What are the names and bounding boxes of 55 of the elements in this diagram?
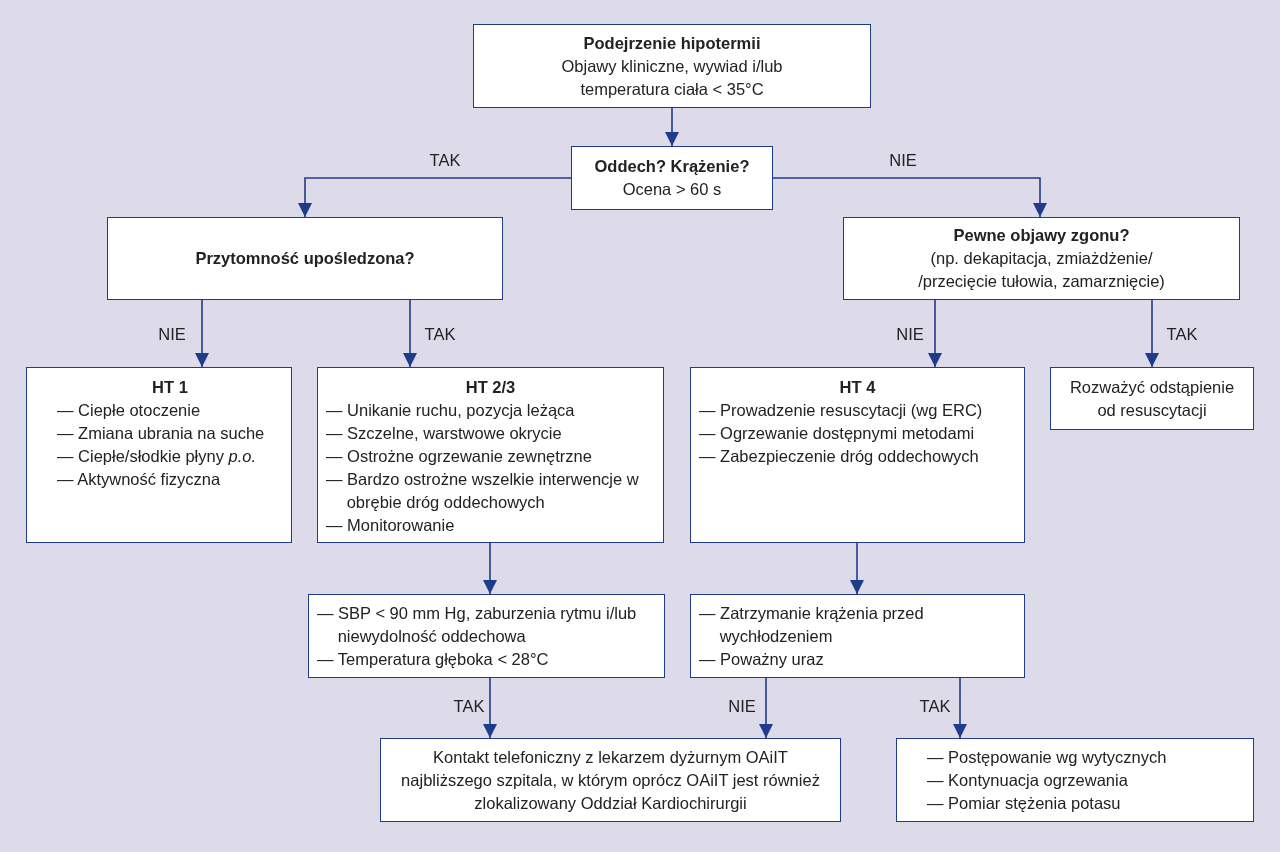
process-box <box>1050 367 1254 430</box>
arrow <box>665 107 679 147</box>
arrow <box>1145 299 1159 368</box>
heading-text: HT 4 <box>838 377 877 398</box>
arrow <box>403 299 417 368</box>
list-item: — Ostrożne ogrzewanie zewnętrzne <box>326 446 592 467</box>
list-item: — Ciepłe otoczenie <box>57 400 202 421</box>
process-box <box>843 217 1240 300</box>
node-text: Kontakt telefoniczny z lekarzem dyżurnym OAiIT najbliższego szpitala, w którym oprócz OAiIT jest również zlokalizowany Oddział Kardiochirurgii <box>400 746 821 814</box>
list-item: — Prowadzenie resuscytacji (wg ERC) <box>699 400 984 421</box>
list-item: — Ogrzewanie dostępnymi metodami <box>699 423 976 444</box>
heading-text: Pewne objawy zgonu? <box>952 225 1131 246</box>
node-text: Rozważyć odstąpienie od resuscytacji <box>1068 376 1236 421</box>
process-box <box>317 367 664 543</box>
list-item: — Zatrzymanie krążenia przed wychłodzeniem <box>699 602 925 647</box>
list-item: — Kontynuacja ogrzewania <box>927 769 1129 791</box>
list-item: — Ciepłe/słodkie płyny p.o. <box>57 446 258 467</box>
process-box <box>690 367 1025 543</box>
heading-text: HT 1 <box>151 377 189 398</box>
process-box <box>380 738 841 822</box>
list-item: — Szczelne, warstwowe okrycie <box>326 423 562 444</box>
arrow <box>483 677 497 739</box>
node-text: Objawy kliniczne, wywiad i/lub temperatura ciała < 35°C <box>560 55 784 100</box>
arrow <box>195 299 209 368</box>
list-item: — Aktywność fizyczna <box>57 469 222 490</box>
heading-text: Oddech? Krążenie? <box>593 156 751 177</box>
process-box <box>26 367 292 543</box>
heading-text: Podejrzenie hipotermii <box>582 32 762 54</box>
arrow <box>759 677 773 739</box>
arrow <box>298 177 572 218</box>
list-item: — Zmiana ubrania na suche <box>57 423 266 444</box>
arrow <box>483 542 497 595</box>
process-box <box>571 146 773 210</box>
heading-text: HT 2/3 <box>464 377 517 398</box>
list-item: — Unikanie ruchu, pozycja leżąca <box>326 400 575 421</box>
node-text: Ocena > 60 s <box>621 179 723 200</box>
arrow <box>772 177 1047 218</box>
arrow <box>850 542 864 595</box>
process-box <box>107 217 503 300</box>
arrow <box>953 677 967 739</box>
heading-text: Przytomność upośledzona? <box>194 248 416 269</box>
process-box <box>896 738 1254 822</box>
node-text: (np. dekapitacja, zmiażdżenie/ /przecięcie tułowia, zamarznięcie) <box>917 248 1166 292</box>
list-item: — SBP < 90 mm Hg, zaburzenia rytmu i/lub niewydolność oddechowa <box>317 602 638 647</box>
process-box <box>690 594 1025 678</box>
list-item: — Temperatura głęboka < 28°C <box>317 648 549 670</box>
process-box <box>308 594 665 678</box>
list-item: — Pomiar stężenia potasu <box>927 792 1122 814</box>
process-box <box>473 24 871 108</box>
list-item: — Postępowanie wg wytycznych <box>927 746 1168 768</box>
list-item: — Zabezpieczenie dróg oddechowych <box>699 446 980 467</box>
list-item: — Poważny uraz <box>699 648 825 670</box>
arrow <box>928 299 942 368</box>
list-item: — Monitorowanie <box>326 515 455 536</box>
list-item: — Bardzo ostrożne wszelkie interwencje w obrębie dróg oddechowych <box>326 469 640 513</box>
